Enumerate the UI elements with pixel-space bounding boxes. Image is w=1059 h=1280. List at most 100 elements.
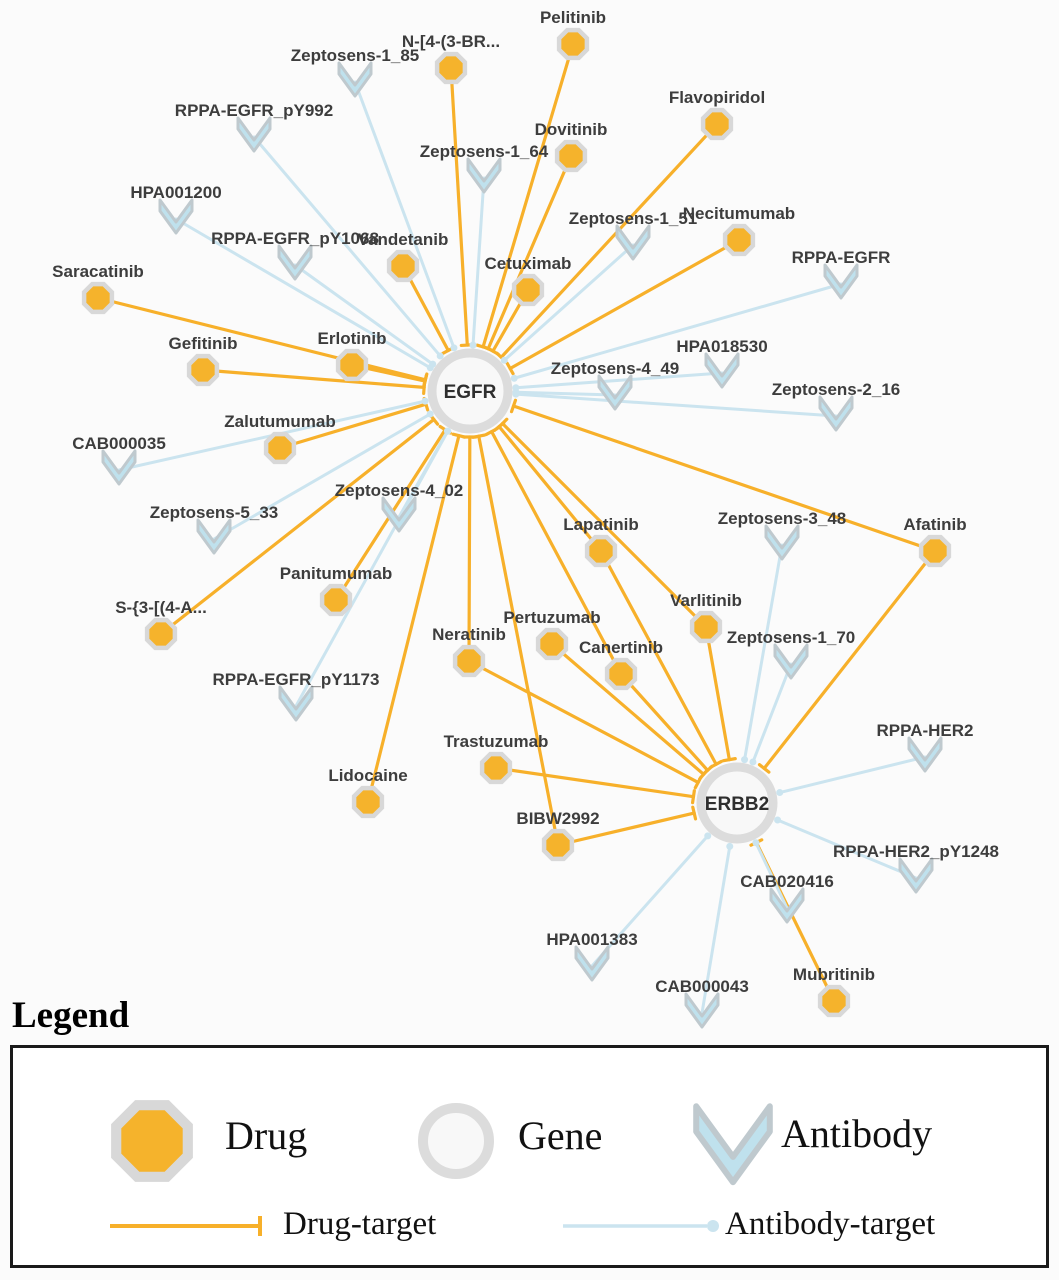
antibody-node-zeptosens-1-70[interactable] [773,643,809,680]
drug-node-label: Panitumumab [280,564,392,583]
drug-node-bibw2992[interactable] [541,828,575,862]
drug-node-label: Lapatinib [563,515,639,534]
antibody-node-label: HPA001383 [546,930,637,949]
tee-cap [721,757,737,763]
drug-node-lidocaine[interactable] [351,785,385,819]
antibody-node-cab000035[interactable] [101,449,137,486]
antibody-node-label: RPPA-EGFR_pY1068 [211,229,379,248]
drug-target-edge-canertinib [490,429,623,676]
drug-target-edge-neratinib [467,659,700,784]
drug-node-label: S-{3-[(4-A... [115,598,207,617]
drug-node-mubritinib[interactable] [817,984,851,1018]
drug-node-label: Varlitinib [670,591,742,610]
dot-cap [444,427,452,435]
drug-node-afatinib[interactable] [918,534,952,568]
drug-node-flavopiridol[interactable] [700,107,734,141]
antibody-target-edge-cab020416 [754,841,789,910]
gene-node-erbb2[interactable] [696,762,778,844]
node-layer [81,27,952,1029]
antibody-node-zeptosens-1-51[interactable] [615,224,651,261]
antibody-node-zeptosens-2-16[interactable] [818,395,854,432]
drug-node-label: Pelitinib [540,8,606,27]
drug-node-label: BIBW2992 [516,809,599,828]
antibody-node-label: RPPA-EGFR_pY1173 [213,670,380,689]
drug-node-label: Trastuzumab [444,732,549,751]
antibody-node-cab000043[interactable] [684,992,720,1029]
antibody-node-hpa018530[interactable] [704,352,740,389]
tee-cap [509,398,518,414]
dot-cap [469,341,477,349]
drug-node-lapatinib[interactable] [584,534,618,568]
dot-cap [776,789,784,797]
drug-node-pelitinib[interactable] [556,27,590,61]
drug-node-varlitinib[interactable] [689,610,723,644]
antibody-target-edge-zeptosens-1-85 [353,80,456,350]
antibody-node-label: Zeptosens-5_33 [150,503,279,522]
antibody-node-cab020416[interactable] [769,887,805,924]
dot-cap [500,356,508,364]
drug-target-edge-zalutumumab [278,402,428,450]
dot-cap [741,756,749,764]
drug-node-zalutumumab[interactable] [263,431,297,465]
gene-node-label: ERBB2 [705,794,769,815]
antibody-node-rppa-egfr[interactable] [823,263,859,300]
antibody-node-label: Zeptosens-4_49 [551,359,680,378]
antibody-node-rppa-egfr-py1173[interactable] [278,685,314,722]
drug-target-edge-bibw2992 [556,811,696,847]
drug-node-necitumumab[interactable] [722,223,756,257]
antibody-node-hpa001200[interactable] [158,198,194,235]
antibody-node-label: RPPA-HER2_pY1248 [833,842,999,861]
drug-node-label: Cetuximab [485,254,572,273]
antibody-node-rppa-egfr-py1068[interactable] [277,244,313,281]
antibody-node-label: CAB020416 [740,872,834,891]
antibody-node-label: Zeptosens-1_51 [569,209,698,228]
drug-target-edge-s-3-4-a [159,417,436,636]
antibody-node-zeptosens-4-49[interactable] [597,374,633,411]
drug-target-edge-gefitinib [201,368,426,389]
drug-node-label: Vandetanib [358,230,449,249]
drug-node-cetuximab[interactable] [511,273,545,307]
drug-node-label: Neratinib [432,625,506,644]
antibody-node-zeptosens-3-48[interactable] [764,524,800,561]
antibody-node-label: RPPA-HER2 [877,721,974,740]
dot-cap [421,397,429,405]
antibody-target-edge-zeptosens-4-49 [514,390,617,397]
antibody-target-edge-zeptosens-5-33 [212,412,432,541]
gene-node-egfr[interactable] [427,348,513,434]
drug-node-n-4-3-br[interactable] [434,51,468,85]
antibody-node-rppa-egfr-py992[interactable] [236,116,272,153]
antibody-node-label: HPA001200 [130,183,221,202]
drug-node-label: Necitumumab [683,204,795,223]
antibody-node-zeptosens-1-85[interactable] [337,61,373,98]
antibody-node-rppa-her2-py1248[interactable] [898,857,934,894]
drug-node-canertinib[interactable] [604,657,638,691]
drug-node-neratinib[interactable] [452,644,486,678]
dot-cap [510,374,518,382]
drug-node-label: Zalutumumab [224,412,335,431]
drug-node-gefitinib[interactable] [186,353,220,387]
antibody-target-edge-rppa-egfr [512,282,843,380]
antibody-target-edge-rppa-her2-py1248 [776,818,918,880]
dot-cap [429,360,437,368]
dot-cap [512,390,520,398]
drug-node-saracatinib[interactable] [81,281,115,315]
drug-node-pertuzumab[interactable] [535,627,569,661]
antibody-node-rppa-her2[interactable] [907,736,943,773]
gene-node-label: EGFR [444,382,497,403]
antibody-node-zeptosens-1-64[interactable] [466,157,502,194]
drug-target-line-icon [108,1212,278,1245]
drug-node-dovitinib[interactable] [554,139,588,173]
drug-node-s-3-4-a[interactable] [144,617,178,651]
antibody-target-edge-hpa018530 [514,371,724,390]
antibody-node-zeptosens-5-33[interactable] [196,518,232,555]
drug-target-edge-pelitinib [481,42,575,349]
drug-node-panitumumab[interactable] [319,583,353,617]
dot-cap [726,842,734,850]
drug-node-trastuzumab[interactable] [479,751,513,785]
drug-node-vandetanib[interactable] [386,249,420,283]
drug-target-edge-n-4-3-br [449,66,469,347]
drug-node-erlotinib[interactable] [335,348,369,382]
antibody-node-zeptosens-4-02[interactable] [381,496,417,533]
antibody-node-hpa001383[interactable] [574,945,610,982]
